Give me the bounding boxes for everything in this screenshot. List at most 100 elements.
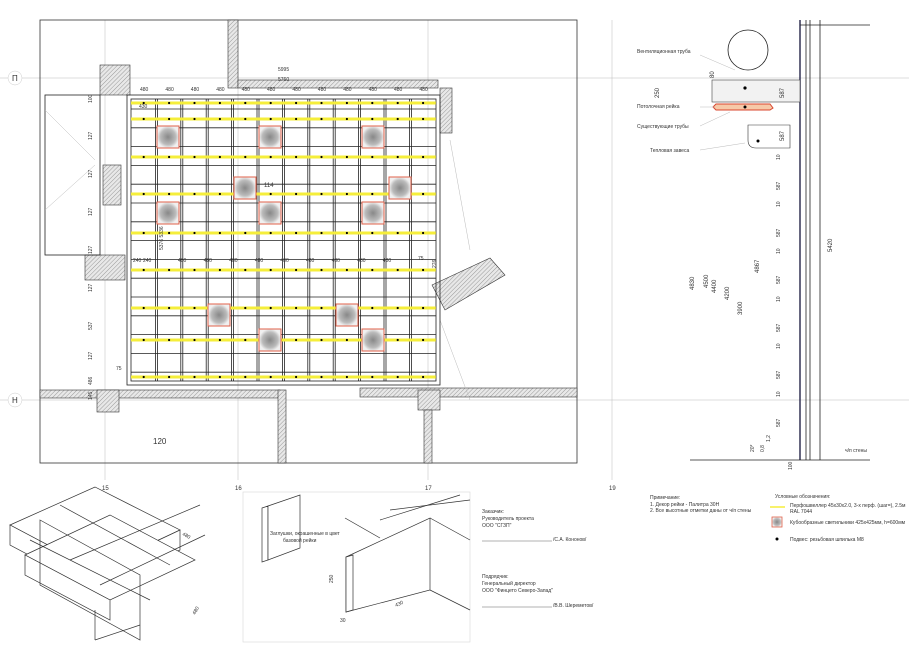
- dimension-label: 486: [88, 376, 94, 385]
- hanger-point: [269, 117, 272, 121]
- hanger-point: [295, 101, 298, 105]
- height-5420: 5420: [828, 238, 834, 252]
- hanger-point: [320, 268, 323, 272]
- notes: Примечание: 1. Декор рейки - Палитра 30Н…: [650, 495, 752, 514]
- hanger-point: [269, 375, 272, 379]
- dimension-label: 587: [776, 181, 782, 190]
- legend-item-1: Перфошвеллер 45x30x2.0, 3-х перф. (шаг=)…: [790, 503, 906, 509]
- dimension-label: 537: [88, 321, 94, 330]
- dimension-label: 127: [88, 131, 94, 140]
- axis-n: Н: [12, 396, 18, 405]
- dimension-label: 480: [229, 258, 238, 264]
- lamp: [361, 328, 385, 352]
- rail-end-cap-detail: [242, 491, 471, 643]
- hanger-point: [193, 155, 196, 159]
- dim-276: 276: [432, 259, 438, 268]
- hanger-point: [371, 192, 374, 196]
- dimension-label: 480: [394, 87, 403, 93]
- hanger-point: [422, 338, 425, 342]
- dim-80: 80: [710, 71, 716, 78]
- mark-114: 114: [264, 183, 274, 189]
- dimension-label: 587: [776, 323, 782, 332]
- hanger-point: [168, 192, 171, 196]
- hanger-point: [218, 268, 221, 272]
- isometric-grid-detail: [9, 486, 206, 641]
- hanger-point: [193, 338, 196, 342]
- note-2: 2. Все высотные отметки даны от ч/п стен…: [650, 508, 752, 514]
- dim-5760: 5760: [278, 77, 289, 83]
- hanger-point: [422, 155, 425, 159]
- hanger-point: [193, 192, 196, 196]
- hanger-point: [371, 306, 374, 310]
- hanger-point: [422, 117, 425, 121]
- hanger-point: [269, 101, 272, 105]
- dimension-label: 127: [88, 245, 94, 254]
- dimension-label: 480: [178, 258, 187, 264]
- dim-5995: 5995: [278, 67, 289, 73]
- legend: Условные обозначения: Перфошвеллер 45x30…: [770, 494, 906, 543]
- hanger-point: [244, 231, 247, 235]
- hanger-point: [422, 101, 425, 105]
- hanger-point: [345, 101, 348, 105]
- hanger-point: [244, 117, 247, 121]
- dim-5376: 5376 5336: [159, 226, 165, 250]
- legend-lamp-symbol: [771, 516, 783, 528]
- axis-labels: П Н 15 16 17 19 120: [7, 70, 616, 492]
- hanger-point: [218, 155, 221, 159]
- hanger-point: [244, 101, 247, 105]
- hanger-point: [396, 375, 399, 379]
- height-3900: 3900: [738, 301, 744, 315]
- construction-lines: [0, 20, 909, 480]
- hanger-point: [193, 306, 196, 310]
- hanger-point: [295, 338, 298, 342]
- dim-20: 20*: [750, 444, 756, 452]
- hanger-point: [345, 231, 348, 235]
- vent-pipe: [727, 29, 769, 71]
- hanger-point: [142, 338, 145, 342]
- hanger-point: [320, 117, 323, 121]
- dimension-label: 480: [140, 87, 149, 93]
- dim-12: 1,2: [766, 435, 772, 442]
- dimension-label: 480: [306, 258, 315, 264]
- hanger-point: [218, 375, 221, 379]
- hanger-point: [320, 192, 323, 196]
- dimension-label: 587: [776, 275, 782, 284]
- hanger-point: [371, 117, 374, 121]
- hanger-point: [244, 306, 247, 310]
- hanger-point: [295, 231, 298, 235]
- dimension-label: 100: [88, 94, 94, 103]
- hanger-point: [320, 231, 323, 235]
- label-vent-pipe: Вентиляционная труба: [637, 49, 691, 55]
- hanger-point: [269, 306, 272, 310]
- hanger-point: [142, 306, 145, 310]
- hanger-point: [193, 117, 196, 121]
- hanger-point: [396, 155, 399, 159]
- contractor-role: Подрядчик:: [482, 574, 509, 580]
- dimension-label: 480: [267, 87, 276, 93]
- lamp: [156, 201, 180, 225]
- dim-430: 430: [139, 104, 148, 110]
- hanger-point: [396, 101, 399, 105]
- hanger-point: [396, 231, 399, 235]
- hanger-point: [295, 375, 298, 379]
- legend-item-3: Подвес: резьбовая шпилька М8: [790, 537, 864, 543]
- hanger-point: [396, 306, 399, 310]
- customer-name: /С.А. Кононов/: [553, 537, 587, 543]
- dim-08: 0,8: [760, 445, 766, 452]
- dimension-label: 10: [776, 248, 782, 254]
- height-4400: 4400: [712, 279, 718, 293]
- hanger-point: [345, 338, 348, 342]
- hanger-point: [320, 306, 323, 310]
- dimension-label: 480: [292, 87, 301, 93]
- contractor-name: /В.В. Шереметов/: [553, 603, 594, 609]
- hanger-point: [218, 117, 221, 121]
- ceiling-rail: [712, 103, 774, 111]
- hanger-point: [168, 306, 171, 310]
- room-number: 120: [153, 437, 167, 446]
- legend-item-2: Кубообразные светильники 425x425мм, h=60…: [790, 520, 906, 526]
- hanger-point: [422, 231, 425, 235]
- iso-dim-480b: 480: [192, 606, 201, 616]
- customer-company: ООО "СГЗП": [482, 523, 512, 529]
- hanger-point: [396, 117, 399, 121]
- hanger-point: [269, 231, 272, 235]
